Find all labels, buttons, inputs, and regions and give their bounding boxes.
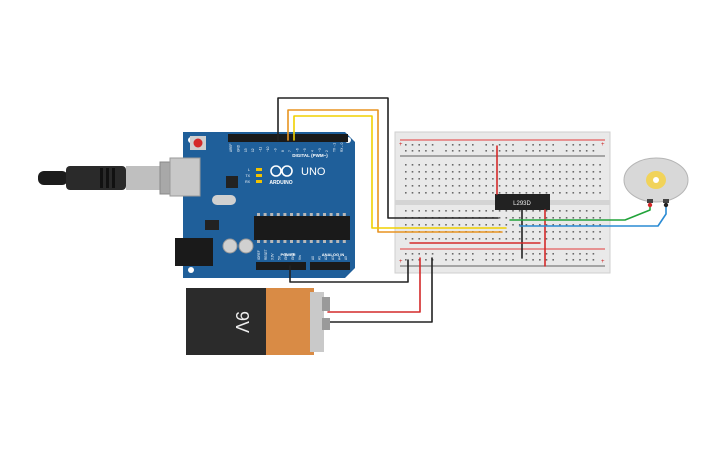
- wire-black-battery[interactable]: [327, 257, 433, 323]
- digital-pin-label: RX←0: [340, 142, 344, 152]
- battery-9v[interactable]: 9V: [186, 288, 330, 355]
- power-pin-label: Vin: [298, 255, 302, 260]
- digital-pin-label: 7: [288, 150, 292, 152]
- digital-pin-label: TX→1: [333, 143, 337, 152]
- usb-jack[interactable]: [169, 157, 201, 197]
- atmega-chip: [254, 216, 350, 240]
- power-header-label: POWER: [280, 252, 295, 257]
- analog-pin-label: A0: [311, 256, 315, 260]
- power-pin-label: RESET: [264, 249, 268, 260]
- analog-pin-label: A4: [337, 256, 341, 260]
- digital-pin-label: ~5: [303, 148, 307, 152]
- power-header[interactable]: [256, 262, 306, 270]
- chip-label: L293D: [513, 201, 531, 207]
- rail-plus-top-right: +: [601, 142, 605, 148]
- wire-yellow[interactable]: [293, 115, 507, 229]
- digital-pin-label: 4: [310, 150, 314, 152]
- digital-pin-label: ~3: [318, 148, 322, 152]
- power-pin-label: 5V: [277, 255, 281, 260]
- led-rx-label: RX: [245, 180, 251, 184]
- wires: [277, 97, 667, 323]
- digital-pin-label: 8: [281, 150, 285, 152]
- analog-pin-label: A5: [344, 256, 348, 260]
- battery-label: 9V: [232, 311, 252, 333]
- wire-blue-motor[interactable]: [519, 201, 667, 227]
- digital-pin-label: ~9: [273, 148, 277, 152]
- digital-pin-label: 2: [325, 150, 329, 152]
- rail-plus-bottom: +: [399, 259, 403, 265]
- digital-pin-label: ~11: [259, 147, 263, 152]
- wire-black-arduino-gnd[interactable]: [289, 259, 409, 283]
- power-jack[interactable]: [175, 238, 213, 266]
- analog-pin-label: A2: [324, 256, 328, 260]
- digital-pin-label: ~6: [296, 148, 300, 152]
- digital-pin-label: ~10: [266, 146, 270, 152]
- analog-pin-label: A3: [331, 256, 335, 260]
- analog-header[interactable]: [310, 262, 350, 270]
- analog-header-label: ANALOG IN: [322, 252, 345, 257]
- led-l-label: L: [248, 168, 250, 172]
- model-label: UNO: [301, 166, 326, 178]
- wire-red-battery[interactable]: [327, 257, 421, 313]
- rail-plus-bottom-right: +: [601, 259, 605, 265]
- arduino-logo-icon: [270, 165, 293, 177]
- power-pin-label: IOREF: [257, 250, 261, 260]
- reset-button[interactable]: [193, 138, 203, 148]
- analog-pin-label: A1: [318, 256, 322, 260]
- digital-header-label: DIGITAL (PWM~): [292, 153, 328, 158]
- wire-black-top[interactable]: [277, 97, 499, 219]
- brand-label: ARDUINO: [269, 180, 292, 186]
- power-pin-label: 3.3V: [271, 253, 275, 260]
- l293d-chip[interactable]: L293D: [495, 194, 550, 210]
- rail-plus-top: +: [399, 142, 403, 148]
- power-pin-label: GND: [291, 252, 295, 260]
- digital-pin-label: 13: [244, 148, 248, 152]
- wire-orange[interactable]: [287, 109, 503, 233]
- digital-pin-label: 12: [251, 148, 255, 152]
- power-pin-label: GND: [284, 252, 288, 260]
- led-tx-label: TX: [246, 174, 251, 178]
- arduino-uno-board: L TX RX ARDUINO UNO DIGITAL (PWM~) POWER…: [169, 132, 355, 278]
- digital-pin-label: GND: [236, 144, 240, 152]
- digital-pin-label: AREF: [229, 143, 233, 152]
- dc-motor[interactable]: [623, 157, 689, 208]
